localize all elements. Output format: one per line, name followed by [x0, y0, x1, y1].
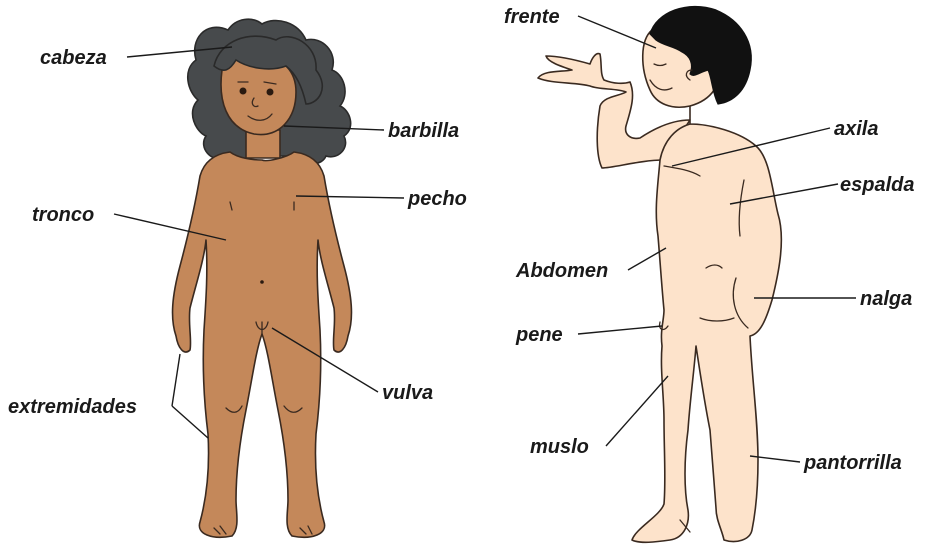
- boy-body: [632, 106, 781, 542]
- label-tronco: tronco: [32, 204, 94, 226]
- label-cabeza: cabeza: [40, 47, 107, 69]
- label-frente: frente: [504, 6, 560, 28]
- label-nalga: nalga: [860, 288, 912, 310]
- label-espalda: espalda: [840, 174, 914, 196]
- leader-muslo: [606, 376, 668, 446]
- label-vulva: vulva: [382, 382, 433, 404]
- label-pene: pene: [515, 324, 563, 346]
- leader-extremidades-leg: [172, 406, 208, 438]
- leader-extremidades-arm: [172, 354, 180, 406]
- label-muslo: muslo: [530, 436, 589, 458]
- leader-pene: [578, 326, 662, 334]
- label-abdomen: Abdomen: [515, 260, 608, 282]
- girl-figure: [173, 19, 352, 537]
- girl-eye-left: [240, 88, 247, 95]
- leader-frente: [578, 16, 656, 48]
- label-pantorrilla: pantorrilla: [803, 452, 902, 474]
- label-extremidades: extremidades: [8, 396, 137, 418]
- girl-eye-right: [267, 89, 274, 96]
- label-axila: axila: [834, 118, 878, 140]
- label-pecho: pecho: [407, 188, 467, 210]
- label-barbilla: barbilla: [388, 120, 459, 142]
- girl-body: [173, 152, 352, 537]
